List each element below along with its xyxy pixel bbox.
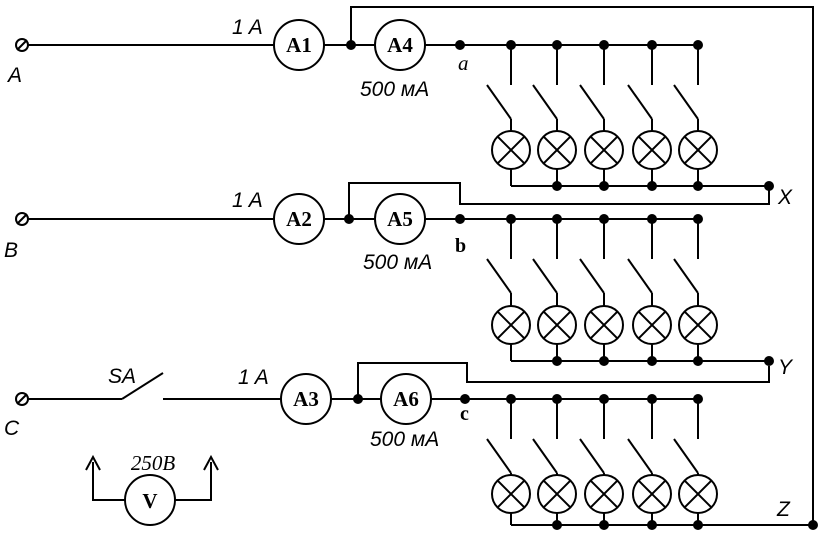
rating-a1: 1 A <box>232 16 263 39</box>
junction-dot <box>647 356 657 366</box>
lamp-switch <box>532 258 558 294</box>
end-z-label: Z <box>776 498 791 521</box>
node-a-dot <box>455 40 465 50</box>
lamp-cross <box>637 135 667 165</box>
end-y-label: Y <box>778 356 794 379</box>
junction-dot <box>647 520 657 530</box>
phase-b: A2 A5 <box>15 182 770 245</box>
ammeter-a5-label: A5 <box>387 207 413 231</box>
lamp-cross <box>496 310 526 340</box>
lamp-switch <box>627 84 653 120</box>
lamp-switch <box>673 258 699 294</box>
ammeter-a3-label: A3 <box>293 387 319 411</box>
node-a-label: a <box>458 51 469 75</box>
lamp-cross <box>589 135 619 165</box>
switch-sa <box>121 372 164 400</box>
junction-dot <box>693 356 703 366</box>
lamp-switch <box>579 258 605 294</box>
lamp-cross <box>637 310 667 340</box>
lamp-cross <box>589 310 619 340</box>
end-x-label: X <box>777 186 793 209</box>
lamp-switch <box>627 258 653 294</box>
lamp-cross <box>683 310 713 340</box>
lamp-cross <box>542 479 572 509</box>
junction-dot <box>552 356 562 366</box>
lamp-cross <box>542 310 572 340</box>
voltmeter-group: V 250В <box>85 451 219 526</box>
node-c-label: c <box>460 403 469 425</box>
node-b-dot <box>455 214 465 224</box>
lamp-switch <box>579 84 605 120</box>
rating-a2: 1 A <box>232 189 263 212</box>
junction-dot <box>808 520 818 530</box>
node-b-label: b <box>455 235 466 257</box>
phase-a: A1 A4 <box>15 6 814 525</box>
lamp-switch <box>673 438 699 474</box>
lamp-cross <box>683 135 713 165</box>
junction-dot <box>552 520 562 530</box>
junction-dot <box>764 181 774 191</box>
lamp-switch <box>673 84 699 120</box>
ammeter-a4-label: A4 <box>387 33 413 57</box>
voltmeter-label: V <box>142 489 157 513</box>
junction-dot <box>552 181 562 191</box>
lamp-cross <box>542 135 572 165</box>
ammeter-a2-label: A2 <box>286 207 312 231</box>
node-c-dot <box>460 394 470 404</box>
rating-a6: 500 мА <box>370 428 439 451</box>
lamp-switch <box>486 438 512 474</box>
rating-a5: 500 мА <box>363 251 432 274</box>
lamp-cross <box>637 479 667 509</box>
ammeter-a6-label: A6 <box>393 387 419 411</box>
lamp-switch <box>627 438 653 474</box>
lamp-switch <box>486 84 512 120</box>
junction-dot <box>599 356 609 366</box>
lamp-switch <box>486 258 512 294</box>
voltmeter <box>124 474 176 526</box>
lamp-switch <box>532 84 558 120</box>
lamp-cross <box>496 479 526 509</box>
junction-dot <box>693 181 703 191</box>
lamp-cross <box>589 479 619 509</box>
switch-label: SA <box>108 365 136 388</box>
lamp-switch <box>532 438 558 474</box>
rating-a3: 1 A <box>238 366 269 389</box>
junction-dot <box>647 181 657 191</box>
phase-c: A3 A6 <box>15 362 770 425</box>
lamp-cross <box>496 135 526 165</box>
junction-dot <box>599 181 609 191</box>
terminal-c-label: C <box>4 417 20 440</box>
lamp-banks <box>486 40 818 530</box>
junction-dot <box>693 520 703 530</box>
ammeter-a1-label: A1 <box>286 33 312 57</box>
junction-dot <box>764 356 774 366</box>
lamp-cross <box>683 479 713 509</box>
junction-dot <box>599 520 609 530</box>
terminal-a-label: A <box>6 64 22 87</box>
terminal-b-label: B <box>4 239 18 262</box>
rating-a4: 500 мА <box>360 78 429 101</box>
lamp-switch <box>579 438 605 474</box>
voltage-rating: 250В <box>131 451 176 475</box>
